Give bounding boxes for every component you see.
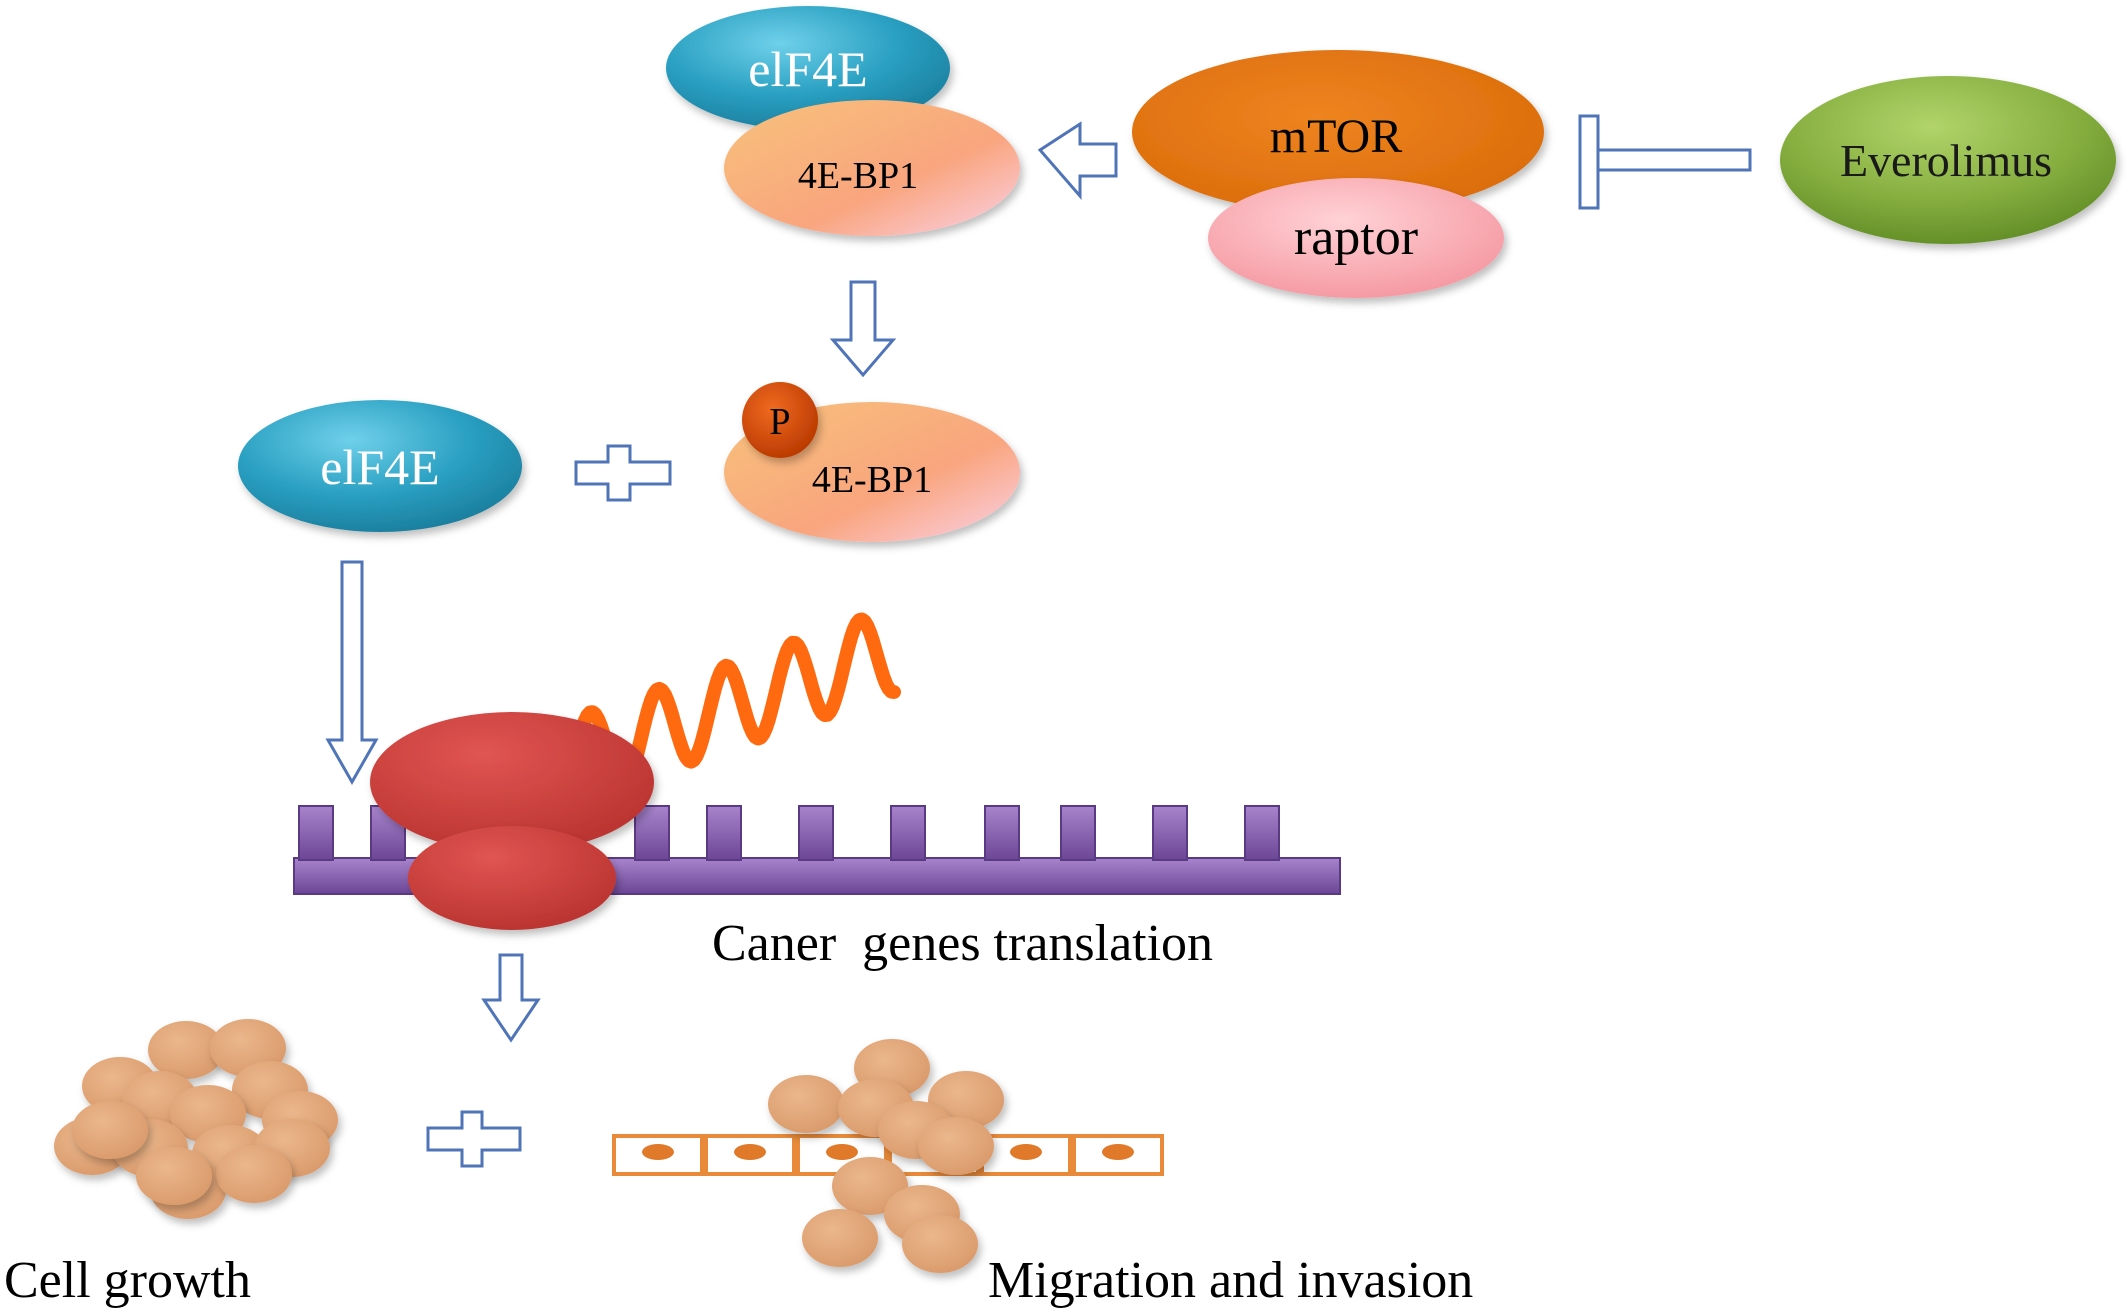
plus-icon (426, 1110, 522, 1168)
cell (918, 1117, 994, 1175)
bp1-phospho-label: 4E-BP1 (812, 459, 932, 501)
cell (216, 1145, 292, 1203)
mtor-node (1132, 50, 1544, 214)
phosphate-node (742, 382, 818, 458)
epithelial-nucleus (1102, 1144, 1134, 1160)
translation-caption: Caner genes translation (712, 915, 1213, 972)
mrna-codon (706, 805, 742, 861)
cell (768, 1075, 844, 1133)
eif4e-bound-node (666, 6, 950, 130)
raptor-node (1208, 178, 1504, 298)
ribosome-small-subunit (408, 826, 616, 930)
migration-caption: Migration and invasion (988, 1252, 1473, 1309)
raptor-label: raptor (1294, 209, 1418, 266)
everolimus-label: Everolimus (1840, 135, 2052, 186)
bp1-bound-label: 4E-BP1 (798, 155, 918, 197)
cell-growth-caption: Cell growth (4, 1252, 251, 1309)
eif4e-bound-label: elF4E (748, 41, 867, 97)
mrna-codon (1060, 805, 1096, 861)
hollow-arrow-icon (829, 280, 897, 378)
migration-illustration (612, 1039, 1164, 1273)
eif4e-bp1-complex: elF4E 4E-BP1 (666, 6, 1020, 236)
epithelial-nucleus (1010, 1144, 1042, 1160)
mtor-label: mTOR (1270, 110, 1402, 163)
hollow-arrow-icon (481, 953, 541, 1043)
cell (136, 1147, 212, 1205)
mrna-codons (298, 805, 1280, 861)
epithelial-nucleus (642, 1144, 674, 1160)
epithelial-nucleus (826, 1144, 858, 1160)
migrating-cells (768, 1039, 1004, 1273)
eif4e-free-node (238, 400, 522, 532)
mrna-codon (634, 805, 670, 861)
mrna-codon (890, 805, 926, 861)
ribosome (370, 712, 654, 930)
cell-growth-cluster (54, 1019, 338, 1219)
phospho-bp1-complex: 4E-BP1 P (724, 382, 1020, 542)
mrna-codon (798, 805, 834, 861)
mtor-raptor-complex: mTOR raptor (1132, 50, 1544, 298)
mrna-codon (1152, 805, 1188, 861)
mrna-codon (984, 805, 1020, 861)
mrna-codon (1244, 805, 1280, 861)
epithelial-nucleus (734, 1144, 766, 1160)
plus-icon (574, 444, 672, 502)
hollow-arrow-icon (1037, 121, 1118, 201)
hollow-arrow-icon (325, 560, 379, 786)
cell (902, 1215, 978, 1273)
eif4e-free-label: elF4E (320, 439, 439, 495)
everolimus-node (1780, 76, 2116, 244)
ribosome-large-subunit (370, 712, 654, 852)
cell (802, 1209, 878, 1267)
inhibition-bar-icon (1578, 114, 1752, 210)
cell (148, 1021, 224, 1079)
bp1-bound-node (724, 100, 1020, 236)
mrna-codon (298, 805, 334, 861)
phosphate-label: P (769, 401, 790, 443)
cell (72, 1101, 148, 1159)
